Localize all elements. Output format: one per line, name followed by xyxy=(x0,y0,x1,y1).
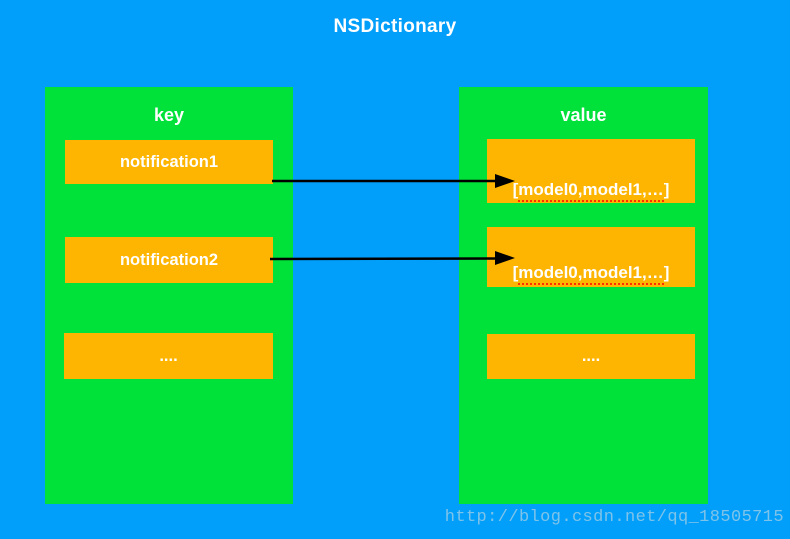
value-item-2-text: [model0,model1,…] xyxy=(512,263,670,285)
value-item-ellipsis-label: .... xyxy=(581,347,601,365)
close-bracket: ] xyxy=(663,263,670,282)
key-item-notification2: notification2 xyxy=(65,237,273,283)
open-bracket: [ xyxy=(512,263,519,282)
watermark: http://blog.csdn.net/qq_18505715 xyxy=(444,508,784,527)
close-bracket: ] xyxy=(663,180,670,199)
open-bracket: [ xyxy=(512,180,519,199)
value-item-2-list-text: model0,model1,… xyxy=(518,263,664,285)
value-item-1: [model0,model1,…] xyxy=(487,139,695,203)
value-panel: value [model0,model1,…] [model0,model1,…… xyxy=(459,87,708,504)
value-item-ellipsis: .... xyxy=(487,334,695,379)
diagram-title: NSDictionary xyxy=(333,16,457,37)
key-panel: key notification1 notification2 .... xyxy=(45,87,293,504)
key-item-ellipsis: .... xyxy=(64,333,273,379)
value-panel-header: value xyxy=(560,105,607,125)
value-item-2: [model0,model1,…] xyxy=(487,227,695,287)
key-item-notification1-label: notification1 xyxy=(119,152,219,171)
key-item-notification1: notification1 xyxy=(65,140,273,184)
value-item-1-text: [model0,model1,…] xyxy=(512,180,670,202)
value-item-1-list-text: model0,model1,… xyxy=(518,180,664,202)
key-panel-header: key xyxy=(153,105,185,125)
key-item-notification2-label: notification2 xyxy=(119,250,219,269)
key-item-ellipsis-label: .... xyxy=(159,346,178,365)
